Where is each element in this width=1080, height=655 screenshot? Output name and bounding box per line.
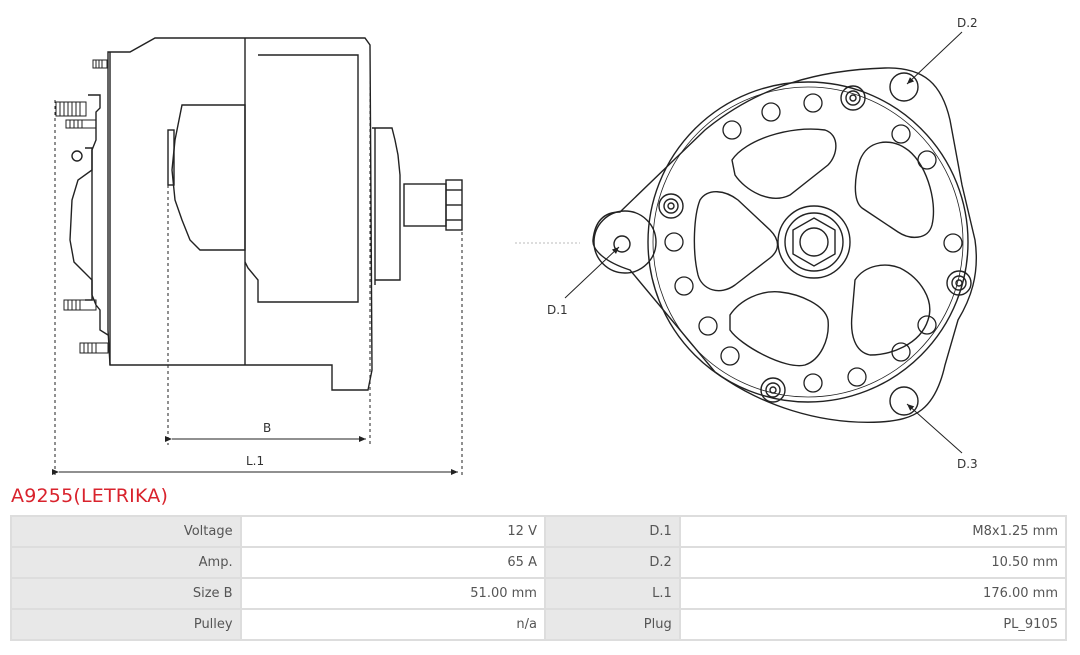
dimension-l1-label: L.1 xyxy=(246,454,264,468)
spec-value: 176.00 mm xyxy=(680,579,1065,608)
shaft xyxy=(403,183,447,227)
vent-bottom-left xyxy=(729,291,829,367)
d1-mounting-ear xyxy=(593,210,657,274)
rear-end-cap xyxy=(69,94,109,336)
spec-value: 12 V xyxy=(241,517,544,546)
bolt-holes xyxy=(664,93,963,393)
product-title: A9255(LETRIKA) xyxy=(11,485,169,507)
specs-table: Voltage 12 V D.1 M8x1.25 mm Amp. 65 A D.… xyxy=(10,515,1067,641)
spec-value: 10.50 mm xyxy=(680,548,1065,577)
table-row: Size B 51.00 mm L.1 176.00 mm xyxy=(12,579,1065,608)
alternator-side-view xyxy=(55,37,463,391)
vent-left xyxy=(693,191,779,292)
d1-label: D.1 xyxy=(547,303,568,317)
d2-label: D.2 xyxy=(957,16,978,30)
leader-lines xyxy=(564,31,963,454)
spec-label: Voltage xyxy=(12,517,240,546)
d3-hole xyxy=(889,386,919,416)
table-row: Amp. 65 A D.2 10.50 mm xyxy=(12,548,1065,577)
vent-right-top xyxy=(854,141,935,238)
vent-top xyxy=(731,128,837,199)
spec-value: M8x1.25 mm xyxy=(680,517,1065,546)
d2-hole xyxy=(889,72,919,102)
alternator-front-view xyxy=(592,67,978,423)
spec-label: Pulley xyxy=(12,610,240,639)
dimension-lines xyxy=(52,45,463,478)
spec-value: n/a xyxy=(241,610,544,639)
mounting-flange xyxy=(592,67,978,423)
spec-label: Size B xyxy=(12,579,240,608)
alternator-technical-drawing: B L.1 xyxy=(52,16,978,478)
vent-bottom-right xyxy=(850,264,931,356)
dimension-b-label: B xyxy=(263,421,271,435)
housing-circle xyxy=(647,81,969,403)
spec-label: Plug xyxy=(545,610,679,639)
hub xyxy=(777,205,851,279)
spec-label: L.1 xyxy=(545,579,679,608)
table-row: Pulley n/a Plug PL_9105 xyxy=(12,610,1065,639)
spec-label: D.2 xyxy=(545,548,679,577)
screw-bosses xyxy=(658,85,972,403)
main-housing xyxy=(107,37,373,391)
spec-value: 65 A xyxy=(241,548,544,577)
table-row: Voltage 12 V D.1 M8x1.25 mm xyxy=(12,517,1065,546)
spec-label: Amp. xyxy=(12,548,240,577)
spec-value: 51.00 mm xyxy=(241,579,544,608)
front-end-cap xyxy=(372,127,401,281)
d3-label: D.3 xyxy=(957,457,978,471)
spec-label: D.1 xyxy=(545,517,679,546)
spec-value: PL_9105 xyxy=(680,610,1065,639)
